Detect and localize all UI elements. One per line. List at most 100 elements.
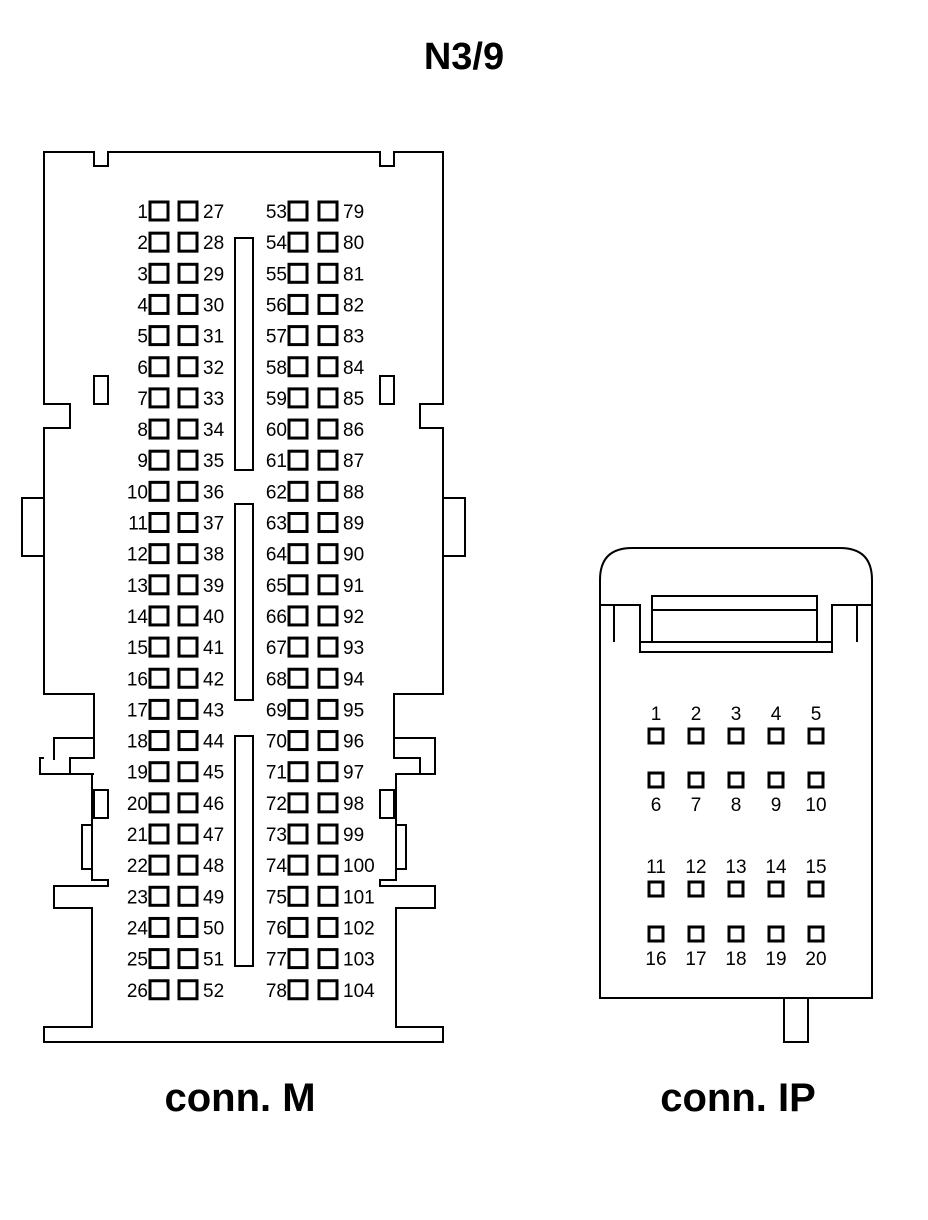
m-pin-number: 99 — [343, 825, 364, 846]
m-pin-45 — [177, 761, 199, 783]
ip-pin-number: 10 — [805, 795, 826, 816]
m-pin-26 — [148, 979, 170, 1001]
ip-pin-number: 5 — [811, 704, 822, 725]
m-pin-1 — [148, 200, 170, 222]
m-pin-number: 91 — [343, 576, 364, 597]
m-pin-number: 3 — [137, 264, 148, 285]
m-pin-7 — [148, 387, 170, 409]
m-pin-30 — [177, 293, 199, 315]
m-pin-49 — [177, 885, 199, 907]
m-pin-58 — [287, 356, 309, 378]
m-pin-39 — [177, 574, 199, 596]
m-pin-20 — [148, 792, 170, 814]
m-pin-38 — [177, 543, 199, 565]
m-pin-number: 70 — [266, 732, 287, 753]
ip-pin-11 — [647, 880, 665, 898]
m-pin-29 — [177, 262, 199, 284]
ip-pin-4 — [767, 727, 785, 745]
diagram-title: N3/9 — [423, 36, 505, 78]
ip-pin-7 — [687, 771, 705, 789]
m-pin-68 — [287, 667, 309, 689]
m-pin-number: 77 — [266, 950, 287, 971]
m-pin-number: 43 — [203, 700, 224, 721]
m-pin-13 — [148, 574, 170, 596]
m-pin-number: 75 — [266, 887, 287, 908]
m-pin-number: 85 — [343, 389, 364, 410]
m-pin-number: 53 — [266, 202, 287, 223]
m-pin-6 — [148, 356, 170, 378]
m-pin-number: 10 — [127, 482, 148, 503]
ip-pin-6 — [647, 771, 665, 789]
m-pin-5 — [148, 325, 170, 347]
ip-pin-number: 19 — [765, 949, 786, 970]
m-pin-number: 42 — [203, 669, 224, 690]
m-pin-15 — [148, 636, 170, 658]
ip-pin-10 — [807, 771, 825, 789]
ip-pin-number: 13 — [725, 857, 746, 878]
m-pin-95 — [317, 698, 339, 720]
m-pin-number: 63 — [266, 514, 287, 535]
m-pin-81 — [317, 262, 339, 284]
m-pin-number: 39 — [203, 576, 224, 597]
m-pin-89 — [317, 512, 339, 533]
m-pin-46 — [177, 792, 199, 814]
m-pin-number: 73 — [266, 825, 287, 846]
m-pin-4 — [148, 293, 170, 315]
ip-pin-18 — [727, 925, 745, 943]
m-pin-37 — [177, 512, 199, 533]
m-pin-12 — [148, 543, 170, 565]
ip-pin-3 — [727, 727, 745, 745]
ip-pin-20 — [807, 925, 825, 943]
m-pin-number: 4 — [137, 295, 148, 316]
m-pin-number: 15 — [127, 638, 148, 659]
m-pin-41 — [177, 636, 199, 658]
m-pin-3 — [148, 262, 170, 284]
m-pin-82 — [317, 293, 339, 315]
m-pin-21 — [148, 823, 170, 845]
m-pin-number: 46 — [203, 794, 224, 815]
m-pin-83 — [317, 325, 339, 347]
m-pin-number: 101 — [343, 887, 375, 908]
m-pin-number: 17 — [127, 700, 148, 721]
m-pin-number: 31 — [203, 327, 224, 348]
m-pin-number: 30 — [203, 295, 224, 316]
m-pin-number: 33 — [203, 389, 224, 410]
m-pin-number: 9 — [137, 451, 148, 472]
ip-pin-17 — [687, 925, 705, 943]
m-pin-51 — [177, 948, 199, 970]
m-pin-65 — [287, 574, 309, 596]
m-pin-27 — [177, 200, 199, 222]
m-pin-number: 44 — [203, 732, 225, 753]
m-pin-number: 1 — [137, 202, 148, 223]
m-pin-60 — [287, 418, 309, 440]
m-pin-number: 102 — [343, 918, 375, 939]
ip-pin-number: 16 — [645, 949, 666, 970]
connector-m-housing — [21, 151, 466, 1043]
ip-pin-number: 15 — [805, 857, 826, 878]
m-pin-number: 65 — [266, 576, 287, 597]
m-pin-85 — [317, 387, 339, 409]
m-pin-number: 49 — [203, 887, 224, 908]
m-pin-number: 38 — [203, 545, 224, 566]
m-pin-number: 23 — [127, 887, 148, 908]
m-pin-number: 41 — [203, 638, 224, 659]
ip-pin-number: 12 — [685, 857, 706, 878]
ip-pin-number: 4 — [771, 704, 782, 725]
m-pin-10 — [148, 480, 170, 502]
m-pin-77 — [287, 948, 309, 970]
m-pin-97 — [317, 761, 339, 783]
m-pin-number: 61 — [266, 451, 287, 472]
ip-pin-number: 9 — [771, 795, 782, 816]
m-pin-number: 26 — [127, 981, 148, 1002]
m-pin-14 — [148, 605, 170, 627]
m-pin-number: 25 — [127, 950, 148, 971]
m-pin-40 — [177, 605, 199, 627]
m-pin-number: 19 — [127, 763, 148, 784]
m-pin-number: 13 — [127, 576, 148, 597]
m-pin-103 — [317, 948, 339, 970]
m-pin-number: 52 — [203, 981, 224, 1002]
m-pin-number: 2 — [137, 233, 148, 254]
m-pin-104 — [317, 979, 339, 1001]
m-pin-57 — [287, 325, 309, 347]
m-pin-90 — [317, 543, 339, 565]
